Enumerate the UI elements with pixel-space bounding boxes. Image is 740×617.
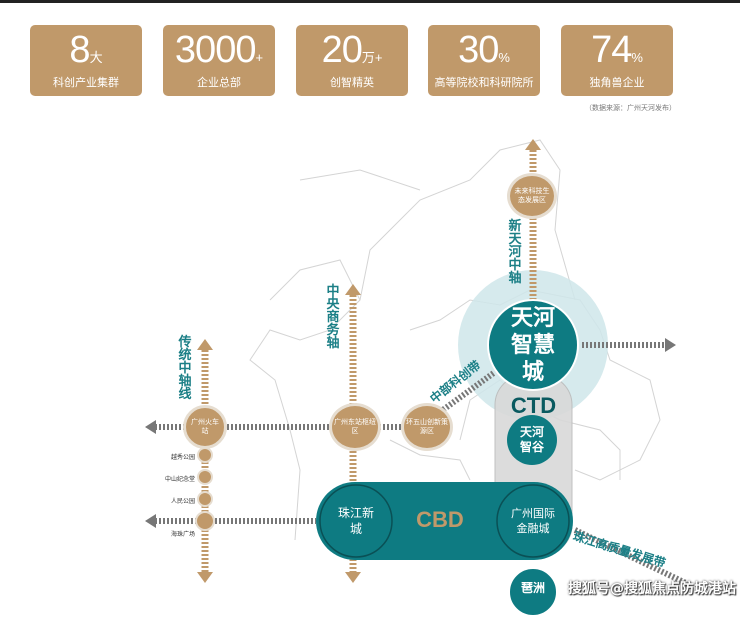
dashed-connectors xyxy=(155,342,692,588)
node-pazhou: 琶洲 xyxy=(508,567,558,617)
arrow-down-icon xyxy=(345,572,361,583)
stat-label: 创智精英 xyxy=(330,76,374,89)
stat-unit: + xyxy=(255,50,264,65)
stop-label: 人民公园 xyxy=(170,498,195,505)
stat-card-clusters: 8大 科创产业集群 xyxy=(30,25,142,96)
node-wushan: 环五山创新策源区 xyxy=(401,403,453,451)
data-source-note: （数据来源：广州天河发布） xyxy=(585,104,676,112)
arrow-down-icon xyxy=(197,572,213,583)
stat-number: 74 xyxy=(591,29,632,71)
arrow-up-icon xyxy=(525,139,541,150)
node-smart-city: 天河智慧城 xyxy=(487,299,579,391)
watermark: 搜狐号@搜狐焦点防城港站 xyxy=(568,581,736,597)
stat-number: 3000 xyxy=(174,29,257,71)
gold-arrowheads xyxy=(197,139,541,583)
stat-unit: 万+ xyxy=(361,50,383,65)
label-traditional-axis: 传统中轴线 xyxy=(178,335,192,402)
stat-unit: % xyxy=(631,50,643,65)
node-finance-city: 广州国际金融城 xyxy=(511,507,555,535)
node-zhujiang-newtown: 珠江新城 xyxy=(337,506,374,536)
stat-number: 8 xyxy=(69,29,90,71)
stat-label: 独角兽企业 xyxy=(589,76,645,89)
stat-card-universities: 30% 高等院校和科研院所 xyxy=(428,25,540,96)
stat-card-unicorns: 74% 独角兽企业 xyxy=(561,25,673,96)
stat-label: 科创产业集群 xyxy=(53,76,119,89)
stat-unit: 大 xyxy=(89,50,103,65)
arrow-left-icon xyxy=(145,420,156,434)
stat-card-talent: 20万+ 创智精英 xyxy=(296,25,408,96)
stop-label: 中山纪念堂 xyxy=(164,476,195,483)
grey-arrowheads xyxy=(145,338,676,528)
label-central-business-axis: 中央商务轴 xyxy=(326,284,340,351)
node-railway-station: 广州火车站 xyxy=(183,405,227,449)
top-bar xyxy=(0,0,740,3)
stat-card-headquarters: 3000+ 企业总部 xyxy=(163,25,275,96)
stat-unit: % xyxy=(498,50,510,65)
stat-label: 企业总部 xyxy=(197,76,241,89)
label-ctd: CTD xyxy=(510,393,557,418)
arrow-left-icon xyxy=(145,514,156,528)
node-east-station: 广州东站枢纽区 xyxy=(329,403,381,451)
cbd-capsule xyxy=(316,482,573,560)
label-cbd: CBD xyxy=(416,507,464,532)
stop-label: 越秀公园 xyxy=(170,454,195,461)
stat-number: 30 xyxy=(458,29,499,71)
stat-number: 20 xyxy=(321,29,363,71)
node-future-tech: 未来科技生态发展区 xyxy=(507,173,557,219)
node-tianhe-valley: 天河智谷 xyxy=(507,415,557,465)
arrow-right-icon xyxy=(665,338,676,352)
label-new-tianhe-axis: 新天河中轴 xyxy=(508,219,522,286)
arrow-up-icon xyxy=(197,339,213,350)
stat-label: 高等院校和科研院所 xyxy=(434,76,534,89)
stop-label: 海珠广场 xyxy=(170,531,195,538)
arrow-up-icon xyxy=(345,284,361,295)
